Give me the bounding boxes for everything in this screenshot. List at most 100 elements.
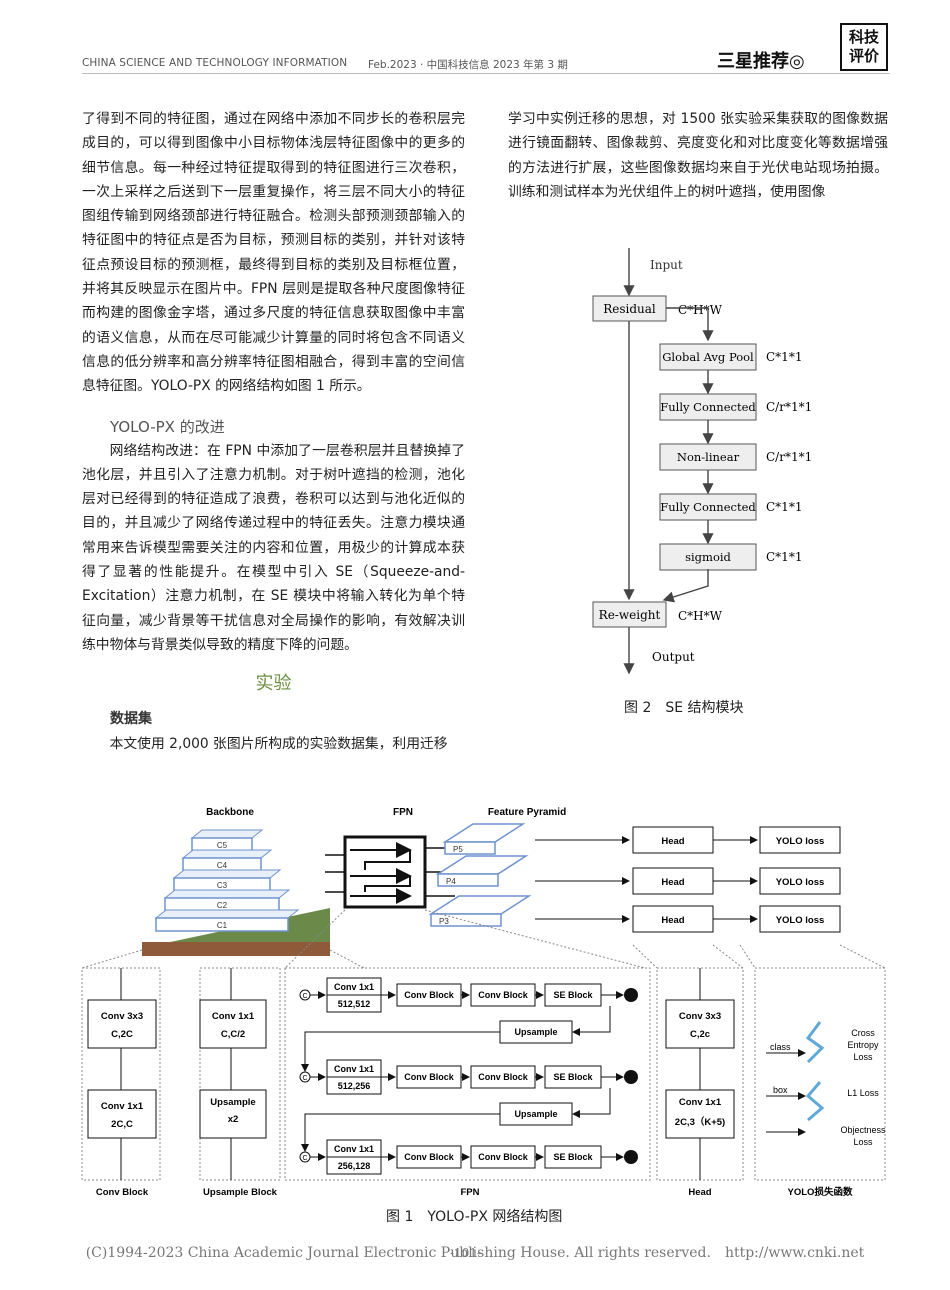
- head-box: [632, 867, 714, 895]
- body-paragraph: 网络结构改进：在 FPN 中添加了一层卷积层并且替换掉了池化层，并且引入了注意力…: [82, 442, 465, 653]
- conv-block-title: Conv Block: [96, 1187, 149, 1198]
- head-box: [632, 826, 714, 854]
- column-title: 三星推荐◎: [717, 51, 805, 72]
- se-input-label: Input: [650, 258, 683, 272]
- body-paragraph: 学习中实例迁移的思想，对 1500 张实验采集获取的图像数据进行镜面翻转、图像裁…: [508, 111, 888, 200]
- fpn-conv-block-label: Conv Block: [404, 1072, 455, 1082]
- pyramid-layer-top: [442, 823, 526, 843]
- label-feature-pyramid: Feature Pyramid: [488, 807, 566, 818]
- fpn-conv-dims: 512,256: [338, 1081, 371, 1091]
- se-step-box: [659, 543, 757, 571]
- upsample-label: Upsample: [210, 1097, 255, 1108]
- se-step-box: [659, 443, 757, 471]
- loss-box-bracket: [805, 1081, 825, 1122]
- fpn-upsample-label: Upsample: [514, 1109, 557, 1119]
- loss-ce-3: Loss: [853, 1052, 873, 1062]
- left-column: 了得到不同的特征图，通过在网络中添加不同步长的卷积层完成目的，可以得到图像中小目…: [82, 107, 465, 756]
- backbone-layer-top: [190, 829, 264, 839]
- up-conv-label: Conv 1x1: [212, 1011, 255, 1022]
- se-step-box: [659, 393, 757, 421]
- backbone-image-base: [142, 942, 330, 956]
- head-conv1x1-dims: 2C,3（K+5): [675, 1116, 725, 1128]
- head-box-label: Head: [661, 915, 684, 926]
- conv1x1-dims: 2C,C: [111, 1119, 133, 1130]
- conv3x3-label: Conv 3x3: [101, 1011, 143, 1022]
- loss-box: [759, 867, 841, 895]
- badge-line-1: 科技: [848, 28, 879, 46]
- pyramid-layer: [444, 841, 496, 855]
- badge-line-2: 评价: [848, 47, 879, 65]
- head-box-label: Head: [661, 877, 684, 888]
- loss-class-bracket: [805, 1021, 825, 1064]
- journal-name-en: CHINA SCIENCE AND TECHNOLOGY INFORMATION: [82, 57, 348, 69]
- se-step-dim: C/r*1*1: [766, 450, 812, 464]
- right-column: 学习中实例迁移的思想，对 1500 张实验采集获取的图像数据进行镜面翻转、图像裁…: [508, 107, 888, 204]
- conv1x1-label: Conv 1x1: [101, 1101, 144, 1112]
- loss-ce-2: Entropy: [847, 1040, 879, 1050]
- section-heading: 实验: [255, 673, 292, 695]
- pyramid-layer-label: P3: [439, 917, 449, 926]
- head-conv3x3-box: [665, 999, 735, 1049]
- loss-obj-1: Objectness: [840, 1125, 886, 1135]
- se-step-dim: C/r*1*1: [766, 400, 812, 414]
- dataset-heading: 数据集: [110, 711, 152, 728]
- fpn-concat-label: C: [302, 1075, 307, 1082]
- header-rule: [82, 73, 890, 74]
- loss-l1: L1 Loss: [847, 1088, 879, 1098]
- loss-panel: [754, 967, 886, 1181]
- loss-box-label: YOLO loss: [776, 877, 825, 888]
- backbone-layer-top: [163, 889, 291, 899]
- fpn-se-block-label: SE Block: [553, 990, 593, 1000]
- conv1x1-box: [87, 1089, 157, 1139]
- up-conv-dims: C,C/2: [221, 1029, 245, 1040]
- fpn-conv-dims: 512,512: [338, 999, 371, 1009]
- fpn-conv-block-label: Conv Block: [404, 1152, 455, 1162]
- upsample-block-title: Upsample Block: [203, 1187, 278, 1198]
- backbone-layer-label: C2: [217, 901, 228, 910]
- se-step-dim: C*1*1: [766, 350, 802, 364]
- loss-box-label: box: [773, 1085, 788, 1095]
- body-paragraph: 本文使用 2,000 张图片所构成的实验数据集，利用迁移: [109, 735, 448, 752]
- head-detail-title: Head: [688, 1187, 711, 1198]
- footer-copyright: (C)1994-2023 China Academic Journal Elec…: [0, 1242, 950, 1262]
- fpn-output-dot: [624, 988, 638, 1002]
- label-backbone: Backbone: [206, 807, 254, 818]
- se-step-dim: C*1*1: [766, 550, 802, 564]
- fpn-se-block-label: SE Block: [553, 1152, 593, 1162]
- pyramid-layer-label: P5: [453, 845, 463, 854]
- conv3x3-box: [87, 999, 157, 1049]
- pyramid-layer-label: P4: [446, 877, 456, 886]
- head-box: [632, 905, 714, 933]
- loss-box-label: YOLO loss: [776, 915, 825, 926]
- issue-info: Feb.2023 · 中国科技信息 2023 年第 3 期: [368, 59, 568, 71]
- backbone-layer-label: C4: [217, 861, 228, 870]
- pyramid-layer-top: [428, 895, 532, 915]
- loss-obj-2: Loss: [853, 1137, 873, 1147]
- se-reweight-box: [592, 601, 667, 628]
- body-paragraph: 了得到不同的特征图，通过在网络中添加不同步长的卷积层完成目的，可以得到图像中小目…: [82, 111, 465, 395]
- se-residual-label: Residual: [603, 302, 656, 316]
- backbone-layer-top: [172, 869, 282, 879]
- subsection-heading: YOLO-PX 的改进: [110, 417, 225, 436]
- backbone-layer-label: C5: [217, 841, 228, 850]
- label-fpn: FPN: [393, 807, 413, 818]
- backbone-layer-top: [154, 909, 300, 919]
- fpn-conv-block-label: Conv Block: [478, 1152, 529, 1162]
- page-number: -101-: [450, 1246, 482, 1260]
- head-conv1x1-label: Conv 1x1: [679, 1097, 722, 1108]
- loss-box: [759, 826, 841, 854]
- fpn-upsample-label: Upsample: [514, 1027, 557, 1037]
- head-conv3x3-label: Conv 3x3: [679, 1011, 721, 1022]
- backbone-layer-label: C1: [217, 921, 228, 930]
- backbone-layer: [155, 917, 289, 932]
- upsample-block-panel: [199, 967, 281, 1181]
- se-reweight-dim: C*H*W: [678, 609, 723, 623]
- fpn-conv-label: Conv 1x1: [334, 982, 374, 992]
- fpn-concat-label: C: [302, 993, 307, 1000]
- pyramid-layer: [430, 913, 502, 927]
- loss-box-label: YOLO loss: [776, 836, 825, 847]
- fpn-conv-label: Conv 1x1: [334, 1064, 374, 1074]
- fpn-conv-dims: 256,128: [338, 1161, 371, 1171]
